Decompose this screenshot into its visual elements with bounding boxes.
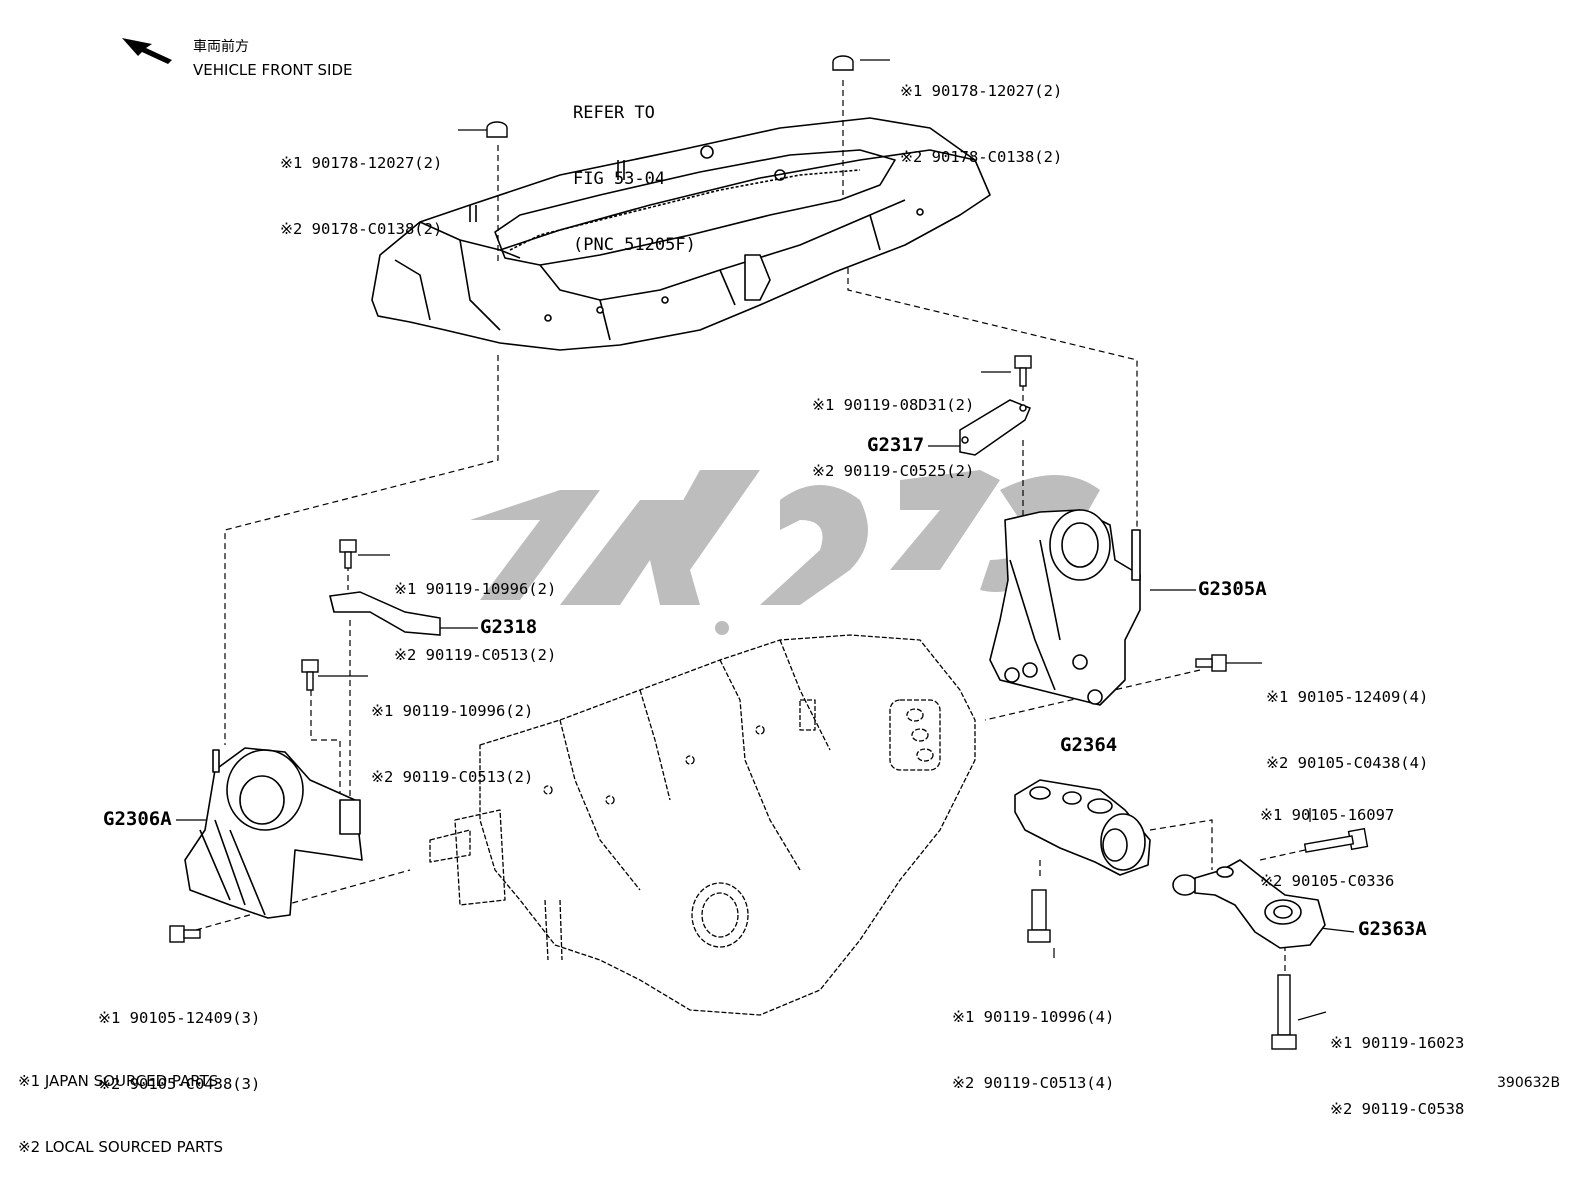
- refer-line-1: REFER TO: [573, 103, 655, 123]
- label-line: ※2 90119-C0525(2): [812, 462, 975, 480]
- label-line: ※2 90119-C0513(4): [952, 1074, 1115, 1092]
- fastener-label-mount-right: ※1 90105-12409(4) ※2 90105-C0438(4): [1266, 642, 1428, 796]
- fastener-label-center: ※1 90119-10996(4) ※2 90119-C0513(4): [952, 962, 1114, 1116]
- label-line: ※1 90105-12409(3): [98, 1009, 261, 1027]
- mount-g2363a: [1172, 859, 1326, 949]
- part-code-g2364: G2364: [1060, 734, 1118, 756]
- fastener-label-bracket-right: ※1 90119-08D31(2) ※2 90119-C0525(2): [812, 350, 974, 504]
- fastener-label-bracket-left-lower: ※1 90119-10996(2) ※2 90119-C0513(2): [371, 656, 533, 810]
- bolt-bracket-right: [1014, 355, 1032, 387]
- mount-g2364: [1014, 779, 1151, 876]
- label-line: ※2 90105-C0336: [1260, 872, 1395, 890]
- bolt-bracket-left-lower: [301, 659, 319, 691]
- bolt-rear-lower: [1271, 974, 1297, 1050]
- fastener-label-bracket-left-upper: ※1 90119-10996(2) ※2 90119-C0513(2): [394, 534, 556, 688]
- label-line: ※1 90178-12027(2): [900, 82, 1063, 100]
- exploded-parts-diagram: [122, 38, 1369, 1050]
- bracket-g2317: [959, 399, 1031, 456]
- label-line: ※1 90119-10996(4): [952, 1008, 1115, 1026]
- label-line: ※1 90119-16023: [1330, 1034, 1465, 1052]
- direction-label-en: VEHICLE FRONT SIDE: [193, 61, 353, 79]
- label-line: ※1 90105-16097: [1260, 806, 1395, 824]
- transaxle-assembly: [429, 634, 976, 1016]
- fasteners: [169, 55, 1369, 1050]
- direction-label-jp: 車両前方: [193, 39, 249, 55]
- legend-japan: ※1 JAPAN SOURCED PARTS: [18, 1072, 219, 1090]
- label-line: ※2 90119-C0538: [1330, 1100, 1465, 1118]
- part-code-g2363a: G2363A: [1358, 918, 1427, 940]
- bolt-mount-left: [169, 925, 201, 943]
- label-line: ※1 90178-12027(2): [280, 154, 443, 172]
- label-line: ※2 90119-C0513(2): [394, 646, 557, 664]
- bolt-center: [1027, 889, 1051, 943]
- part-code-g2318: G2318: [480, 616, 538, 638]
- part-code-g2317: G2317: [867, 434, 925, 456]
- label-line: ※1 90105-12409(4): [1266, 688, 1429, 706]
- label-line: ※2 90178-C0138(2): [900, 148, 1063, 166]
- nut-top-right: [832, 55, 854, 71]
- mount-g2306a: [184, 747, 363, 919]
- part-code-g2306a: G2306A: [103, 808, 172, 830]
- fastener-label-rear: ※1 90105-16097 ※2 90105-C0336: [1260, 760, 1394, 914]
- front-direction-arrow: [122, 38, 172, 64]
- refer-line-3: (PNC 51205F): [573, 235, 696, 255]
- fastener-label-mount-left: ※1 90105-12409(3) ※2 90105-C0438(3): [98, 963, 260, 1117]
- figure-id: 390632B: [1497, 1075, 1561, 1091]
- mount-g2305a: [989, 509, 1141, 706]
- label-line: ※2 90178-C0138(2): [280, 220, 443, 238]
- bolt-mount-right: [1195, 654, 1227, 672]
- label-line: ※2 90105-C0438(3): [98, 1075, 261, 1093]
- watermark-logo: [470, 470, 1100, 635]
- bolt-bracket-left-upper: [339, 539, 357, 569]
- label-line: ※1 90119-10996(2): [394, 580, 557, 598]
- legend-local: ※2 LOCAL SOURCED PARTS: [18, 1138, 223, 1156]
- label-line: ※1 90119-10996(2): [371, 702, 534, 720]
- part-code-g2305a: G2305A: [1198, 578, 1267, 600]
- fastener-label-top-right: ※1 90178-12027(2) ※2 90178-C0138(2): [900, 36, 1062, 190]
- nut-top-left: [486, 121, 508, 138]
- fastener-label-rear-lower: ※1 90119-16023 ※2 90119-C0538: [1330, 988, 1464, 1142]
- source-legend: ※1 JAPAN SOURCED PARTS ※2 LOCAL SOURCED …: [18, 1026, 223, 1180]
- bracket-g2318: [329, 591, 441, 636]
- label-line: ※1 90119-08D31(2): [812, 396, 975, 414]
- bolt-rear: [1303, 827, 1369, 853]
- refer-line-2: FIG 53-04: [573, 169, 666, 189]
- fastener-label-top-left: ※1 90178-12027(2) ※2 90178-C0138(2): [280, 108, 442, 262]
- label-line: ※2 90105-C0438(4): [1266, 754, 1429, 772]
- label-line: ※2 90119-C0513(2): [371, 768, 534, 786]
- suspension-crossmember: [371, 117, 991, 351]
- refer-note: REFER TO FIG 53-04 (PNC 51205F): [573, 58, 696, 278]
